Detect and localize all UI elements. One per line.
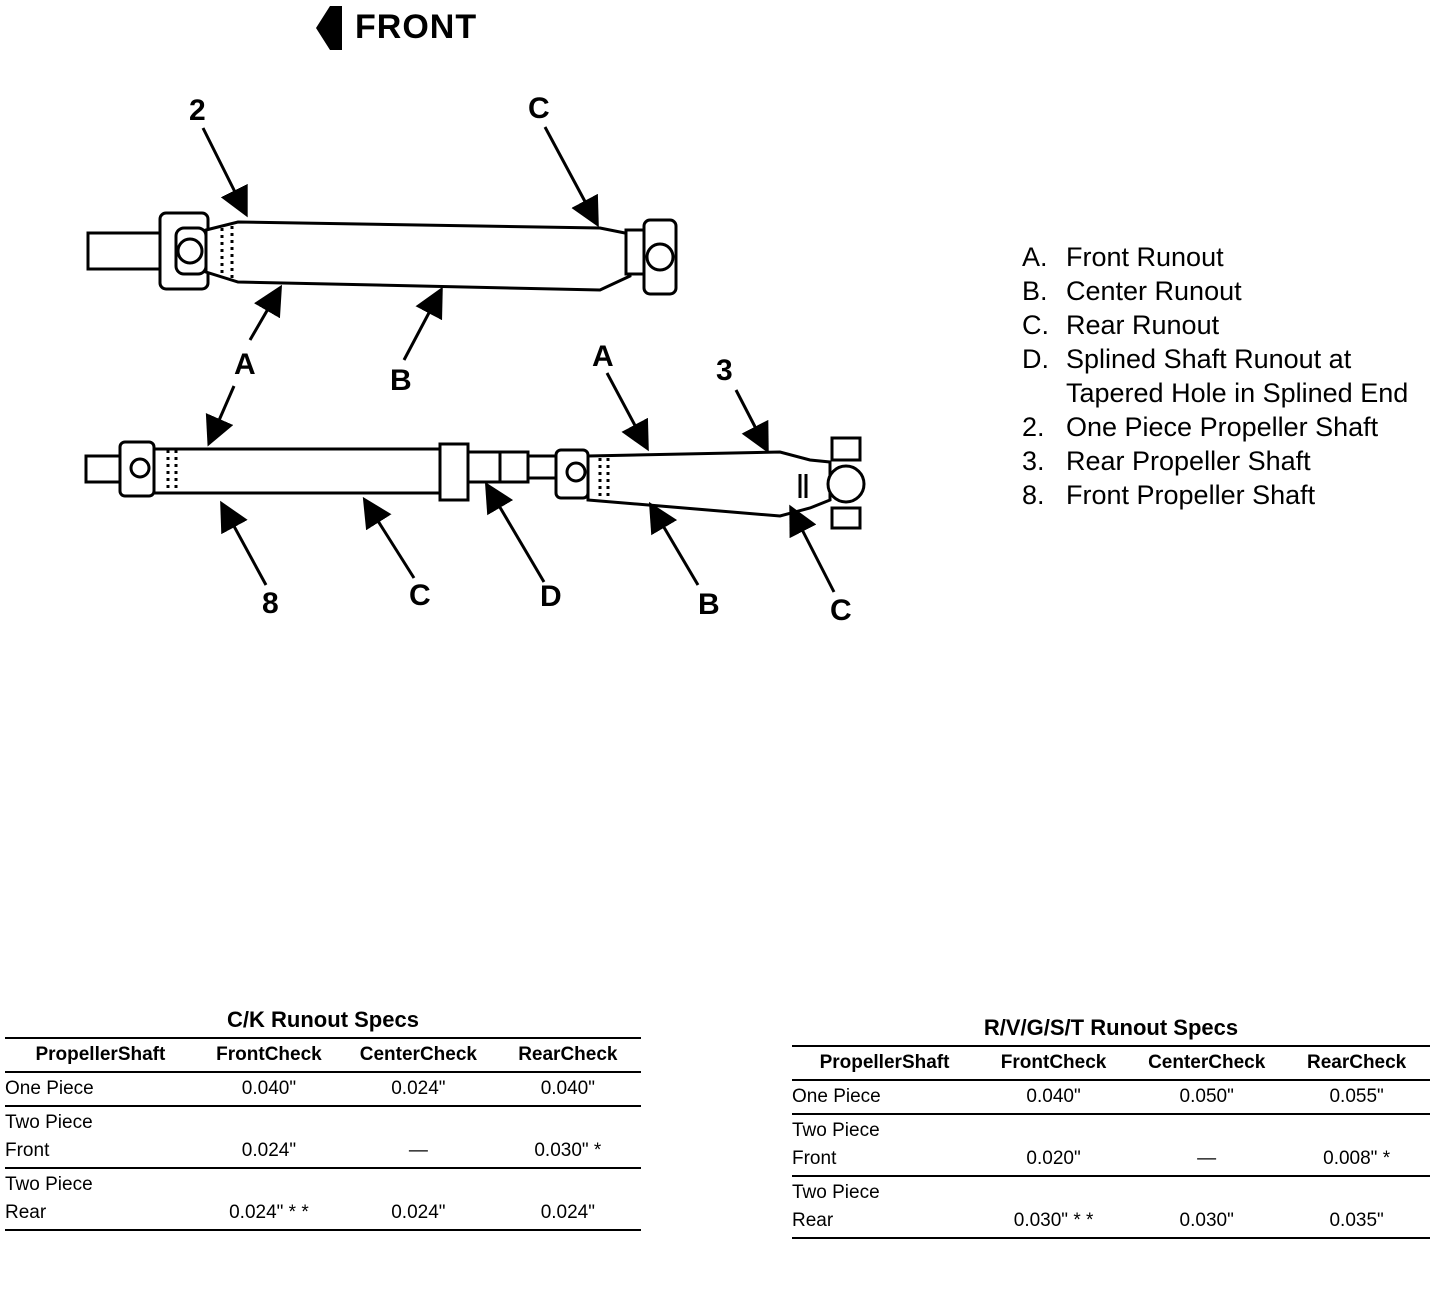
legend: A.Front Runout B.Center Runout C.Rear Ru…	[1022, 240, 1408, 512]
header-front: Front	[1000, 1052, 1050, 1073]
propeller-shaft-diagram	[84, 6, 866, 593]
callout-8: 8	[262, 587, 279, 620]
cell-shaft: One Piece	[5, 1078, 94, 1099]
cell-front: 0.040"	[1026, 1086, 1081, 1107]
cell-rear: 0.035"	[1329, 1210, 1384, 1231]
cell-front: 0.020"	[1026, 1148, 1081, 1169]
header-shaft: Propeller	[819, 1052, 902, 1073]
one-piece-propeller-shaft	[86, 211, 678, 296]
cell-front: 0.030" * *	[1013, 1210, 1094, 1231]
rear-propeller-shaft	[554, 436, 866, 530]
legend-item: 3.Rear Propeller Shaft	[1022, 446, 1311, 476]
cell-rear: 0.040"	[540, 1078, 595, 1099]
header-front: Front	[216, 1044, 265, 1065]
header-front-2: Check	[264, 1044, 322, 1065]
cell-center: 0.030"	[1179, 1210, 1234, 1231]
header-shaft-2: Shaft	[117, 1044, 166, 1065]
legend-item: 2.One Piece Propeller Shaft	[1022, 412, 1379, 442]
header-rear: Rear	[1306, 1052, 1350, 1073]
header-center-2: Check	[1208, 1052, 1266, 1073]
legend-item-continuation: Tapered Hole in Splined End	[1066, 378, 1409, 408]
cell-center: 0.024"	[391, 1078, 446, 1099]
front-propeller-shaft	[84, 440, 558, 502]
legend-item: B.Center Runout	[1022, 276, 1242, 306]
table-row: One Piece 0.040" 0.024" 0.040"	[5, 1072, 641, 1106]
header-shaft-2: Shaft	[901, 1052, 950, 1073]
cell-front: 0.024" * *	[229, 1202, 309, 1223]
legend-item: A.Front Runout	[1022, 242, 1224, 272]
front-arrow-icon	[316, 6, 342, 50]
callout-a-right: A	[592, 340, 614, 373]
callout-c-lower: C	[409, 579, 431, 612]
header-front-2: Check	[1049, 1052, 1107, 1073]
cell-rear: 0.024"	[540, 1202, 595, 1223]
cell-center: —	[1197, 1148, 1217, 1169]
header-center-2: Check	[419, 1044, 477, 1065]
table-header-row: PropellerShaft FrontCheck CenterCheck Re…	[792, 1046, 1430, 1080]
ck-runout-specs-table: C/K Runout Specs PropellerShaft FrontChe…	[5, 1003, 641, 1231]
cell-center: 0.050"	[1179, 1086, 1234, 1107]
legend-item: C.Rear Runout	[1022, 310, 1220, 340]
callout-2: 2	[189, 94, 206, 127]
cell-rear: 0.055"	[1329, 1086, 1384, 1107]
callout-3: 3	[716, 354, 733, 387]
cell-center: 0.024"	[391, 1202, 446, 1223]
callout-c-right: C	[830, 594, 852, 627]
header-rear-2: Check	[560, 1044, 618, 1065]
front-label: FRONT	[355, 8, 478, 46]
header-center: Center	[1148, 1052, 1209, 1073]
legend-item: D.Splined Shaft Runout at	[1022, 344, 1352, 374]
table-header-row: PropellerShaft FrontCheck CenterCheck Re…	[5, 1038, 641, 1072]
cell-shaft: One Piece	[792, 1086, 881, 1107]
header-shaft: Propeller	[35, 1044, 118, 1065]
table-title: C/K Runout Specs	[227, 1007, 419, 1032]
cell-rear: 0.030" *	[534, 1140, 602, 1161]
cell-front: 0.040"	[241, 1078, 297, 1099]
callout-b-mid: B	[390, 364, 412, 397]
legend-item: 8.Front Propeller Shaft	[1022, 480, 1316, 510]
header-rear-2: Check	[1349, 1052, 1407, 1073]
table-title: R/V/G/S/T Runout Specs	[983, 1015, 1239, 1040]
callout-leaders	[201, 126, 836, 593]
cell-center: —	[408, 1140, 428, 1161]
cell-front: 0.024"	[241, 1140, 297, 1161]
callout-a-left: A	[234, 348, 256, 381]
callout-b-lower: B	[698, 588, 720, 621]
header-center: Center	[359, 1044, 420, 1065]
callout-d: D	[540, 580, 562, 613]
callout-c-top: C	[528, 92, 550, 125]
rvgst-runout-specs-table: R/V/G/S/T Runout Specs PropellerShaft Fr…	[792, 1011, 1430, 1239]
header-rear: Rear	[518, 1044, 561, 1065]
table-row: One Piece 0.040" 0.050" 0.055"	[792, 1080, 1430, 1114]
cell-rear: 0.008" *	[1323, 1148, 1391, 1169]
